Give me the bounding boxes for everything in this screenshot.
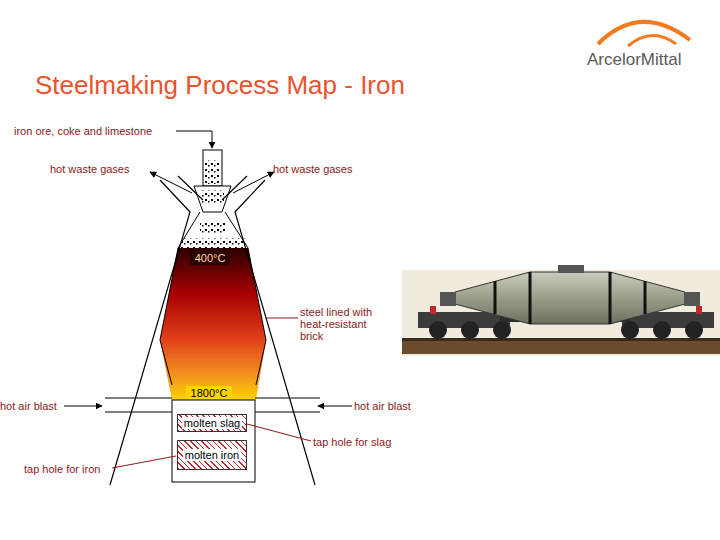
node-text: 400°C: [193, 252, 228, 264]
company-logo: ArcelorMittal: [587, 50, 681, 69]
input-label: hot air blast: [0, 400, 57, 412]
charge-falling: [200, 222, 226, 234]
wheel: [621, 321, 639, 339]
tank-band: [609, 272, 612, 324]
slag-layer: molten slag: [177, 414, 247, 432]
blast-arrow: [318, 406, 352, 407]
wheel: [685, 321, 703, 339]
wheel: [653, 321, 671, 339]
furnace-lining: [160, 248, 178, 385]
hearth: [172, 400, 255, 482]
gas-arrow: [233, 172, 274, 193]
frame-detail: [430, 306, 436, 314]
leader-line: [112, 456, 176, 468]
rail-bed: [402, 340, 720, 354]
feed-arrow: [176, 131, 212, 148]
tank-band: [644, 281, 647, 314]
tap-hole-label: tap hole for iron: [24, 463, 100, 475]
wheel: [461, 321, 479, 339]
node-text: molten slag: [182, 417, 242, 429]
page-title: Steelmaking Process Map - Iron: [35, 70, 405, 101]
furnace-lining: [248, 248, 266, 385]
blast-arrow: [64, 406, 102, 407]
temperature-band: 1800°C: [186, 386, 232, 399]
charge-in-bell: [201, 190, 224, 204]
tap-hole-label: tap hole for slag: [313, 436, 391, 448]
tuyere-pipe: [255, 398, 320, 399]
wall-label: steel lined with heat-resistant brick: [300, 306, 382, 342]
tank-mouth: [558, 265, 584, 273]
tank-band: [529, 272, 532, 324]
photo-background: [402, 270, 720, 356]
hopper-bell: [194, 186, 231, 212]
charge-pipe: [203, 150, 222, 186]
wheel: [429, 321, 447, 339]
tuyere-pipe: [105, 412, 172, 413]
hot-zone: [160, 248, 266, 400]
tank-end: [440, 292, 456, 306]
wheel: [493, 321, 511, 339]
rail: [402, 338, 720, 341]
temperature-band: 400°C: [190, 251, 230, 265]
gas-arrow: [150, 172, 192, 193]
input-label: iron ore, coke and limestone: [14, 125, 152, 137]
tank-band: [494, 281, 497, 314]
leader-line: [247, 424, 311, 441]
tank-end: [684, 292, 700, 306]
input-label: hot air blast: [354, 400, 411, 412]
torpedo-ladle: [455, 272, 685, 324]
charge-layer: [180, 238, 246, 248]
iron-layer: molten iron: [177, 440, 247, 470]
node-text: 1800°C: [189, 387, 230, 399]
frame-detail: [696, 306, 702, 314]
output-label: hot waste gases: [273, 163, 353, 175]
logo-arc: [598, 22, 690, 44]
charge-in-pipe: [205, 160, 220, 184]
leader-line: [265, 318, 298, 319]
tuyere-pipe: [255, 412, 320, 413]
tuyere-pipe: [105, 398, 172, 399]
logo-arc: [628, 35, 676, 46]
output-label: hot waste gases: [50, 163, 130, 175]
node-text: molten iron: [183, 449, 241, 461]
